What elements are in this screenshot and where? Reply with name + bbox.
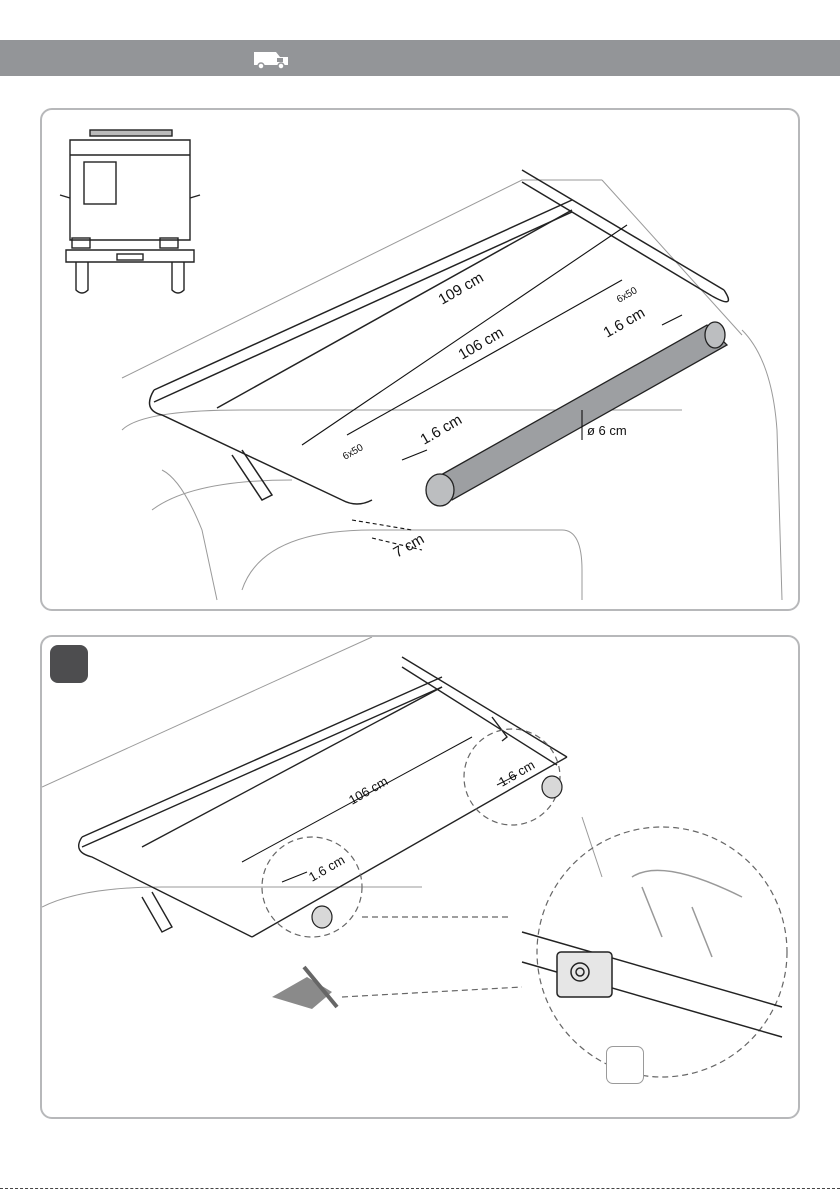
dim-label-inner: 106 cm [456, 324, 507, 363]
header-bar [0, 40, 840, 76]
roof-rack-frame [150, 170, 729, 504]
van-icon [250, 48, 292, 70]
dim-label-offset-right: 1.6 cm [496, 757, 537, 789]
screw-label-left: 6x50 [341, 442, 366, 463]
dim-label-offset-left: 1.6 cm [418, 411, 465, 448]
dim-line-offset-left [402, 450, 427, 460]
motorhome-front-view-icon [60, 130, 200, 293]
vehicle-roof-outline [122, 180, 782, 600]
mounting-bracket-detail [522, 870, 782, 1037]
dim-label-tube-diameter: ø 6 cm [587, 423, 627, 438]
dim-label-offset-right: 1.6 cm [601, 304, 648, 341]
dim-line-offset-right [662, 315, 682, 325]
bottom-diagram-panel: 106 cm 1.6 cm 1.6 cm [40, 635, 800, 1119]
dim-label-outer: 109 cm [436, 269, 487, 308]
pencil-hand-icon [272, 967, 337, 1009]
step-number-badge [50, 645, 88, 683]
page-footer-divider [0, 1188, 840, 1189]
screw-label-right: 6x50 [615, 285, 640, 306]
dim-label-overhang: 7 cm [391, 530, 428, 561]
top-diagram-panel: 109 cm 106 cm 1.6 cm 1.6 cm ø 6 cm 7 cm … [40, 108, 800, 611]
dim-line-offset-left [282, 872, 307, 882]
roof-rack-frame [79, 657, 567, 937]
callout-label-box [606, 1046, 644, 1084]
dim-label-inner: 106 cm [346, 773, 390, 807]
dim-label-offset-left: 1.6 cm [306, 852, 347, 884]
